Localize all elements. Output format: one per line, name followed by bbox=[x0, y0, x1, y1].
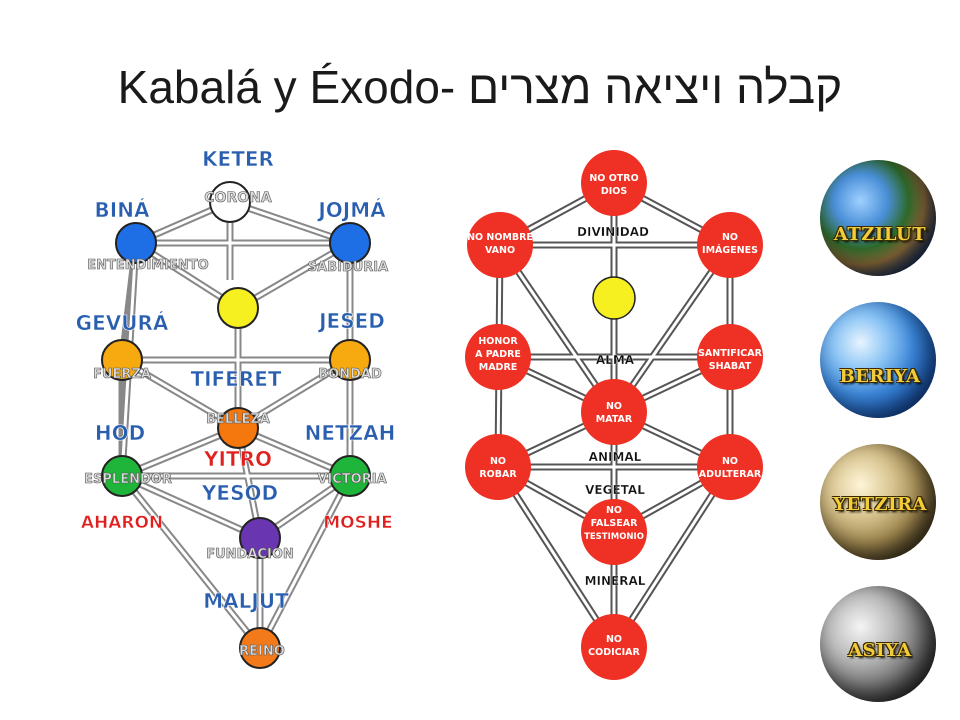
node-santificar-shabat bbox=[697, 324, 763, 390]
node-text: MATAR bbox=[596, 414, 633, 425]
label-reino: REINO bbox=[239, 644, 285, 659]
label-bondad: BONDAD bbox=[318, 367, 382, 382]
level-alma: ALMA bbox=[596, 353, 635, 367]
level-divinidad: DIVINIDAD bbox=[577, 225, 649, 239]
world-yetzira: YETZIRA bbox=[820, 444, 940, 564]
node-honor-padre-madre bbox=[465, 324, 531, 390]
node-text: NO bbox=[606, 505, 622, 516]
earth-globe-icon bbox=[820, 586, 936, 702]
node-no-otro-dios bbox=[581, 150, 647, 216]
level-animal: ANIMAL bbox=[589, 450, 642, 464]
sefira-maljut bbox=[239, 627, 281, 669]
node-text: NO bbox=[606, 401, 622, 412]
label-hod: HOD bbox=[95, 421, 145, 445]
sefira-keter bbox=[209, 181, 251, 223]
node-text: MADRE bbox=[479, 362, 518, 373]
sefira-daat bbox=[217, 287, 259, 329]
node-text: VANO bbox=[485, 245, 515, 256]
world-beriya: BERIYA bbox=[820, 302, 940, 422]
world-label: BERIYA bbox=[839, 366, 921, 387]
sefira-netzah bbox=[329, 455, 371, 497]
label-keter: KETER bbox=[202, 147, 274, 171]
label-victoria: VICTORIA bbox=[317, 472, 386, 487]
node-text: NO bbox=[490, 456, 506, 467]
world-label: YETZIRA bbox=[833, 494, 927, 515]
node-text: DIOS bbox=[601, 186, 627, 197]
node-text: FALSEAR bbox=[591, 518, 638, 529]
label-belleza: BELLEZA bbox=[206, 412, 270, 427]
label-jojma: JOJMÁ bbox=[316, 198, 386, 222]
node-text: A PADRE bbox=[475, 349, 521, 360]
soul-circle bbox=[592, 276, 636, 320]
world-label: ASIYA bbox=[848, 640, 912, 661]
label-moshe: MOSHE bbox=[323, 513, 392, 533]
node-text: ADULTERAR bbox=[699, 469, 762, 480]
node-text: HONOR bbox=[478, 336, 518, 347]
label-gevura: GEVURÁ bbox=[76, 311, 169, 335]
label-fuerza: FUERZA bbox=[93, 367, 151, 382]
earth-globe-icon bbox=[820, 302, 936, 418]
sefira-gevura bbox=[101, 339, 143, 381]
world-asiya: ASIYA bbox=[820, 586, 940, 706]
label-bina: BINÁ bbox=[95, 198, 150, 222]
label-tiferet: TIFERET bbox=[190, 367, 281, 391]
node-text: ROBAR bbox=[479, 469, 517, 480]
label-maljut: MALJUT bbox=[203, 589, 289, 613]
slide-title: Kabalá y Éxodo- קבלה ויציאה מצרים bbox=[117, 61, 843, 113]
earth-globe-icon bbox=[820, 444, 936, 560]
label-entendimiento: ENTENDIMIENTO bbox=[87, 258, 208, 273]
node-text: NO bbox=[722, 232, 738, 243]
node-text: SHABAT bbox=[709, 361, 752, 372]
label-yitro: YITRO bbox=[203, 447, 272, 471]
node-text: NO bbox=[606, 634, 622, 645]
earth-globe-icon bbox=[820, 160, 936, 276]
label-sabiduria: SABIDURIA bbox=[308, 260, 388, 275]
worlds-column: ATZILUT BERIYA YETZIRA ASIYA bbox=[810, 160, 950, 702]
node-text: NO bbox=[722, 456, 738, 467]
level-vegetal: VEGETAL bbox=[585, 483, 645, 497]
sefirot-tree: KETER CORONA BINÁ JOJMÁ ENTENDIMIENTO SA… bbox=[60, 140, 410, 680]
node-no-codiciar bbox=[581, 614, 647, 680]
node-text: NO NOMBRE bbox=[467, 232, 533, 243]
sefira-hod bbox=[101, 455, 143, 497]
sefira-jesed bbox=[329, 339, 371, 381]
world-label: ATZILUT bbox=[833, 224, 927, 245]
world-atzilut: ATZILUT bbox=[820, 160, 940, 280]
node-text: TESTIMONIO bbox=[584, 532, 644, 542]
node-no-imagenes bbox=[697, 212, 763, 278]
level-mineral: MINERAL bbox=[585, 574, 646, 588]
node-text: SANTIFICAR bbox=[698, 348, 763, 359]
sefira-bina bbox=[115, 222, 157, 264]
node-text: NO OTRO bbox=[589, 173, 638, 184]
label-corona: CORONA bbox=[204, 190, 272, 206]
node-no-nombre-vano bbox=[467, 212, 533, 278]
label-aharon: AHARON bbox=[81, 513, 163, 533]
commandments-tree: NO OTRO DIOS NO NOMBRE VANO NO IMÁGENES … bbox=[460, 150, 770, 680]
sefira-tiferet bbox=[217, 407, 259, 449]
node-text: IMÁGENES bbox=[702, 244, 758, 256]
node-no-robar bbox=[465, 434, 531, 500]
node-text: CODICIAR bbox=[588, 647, 640, 658]
node-no-falsear-testimonio bbox=[581, 499, 647, 565]
label-esplendor: ESPLENDOR bbox=[84, 472, 172, 487]
node-no-matar bbox=[581, 379, 647, 445]
node-no-adulterar bbox=[697, 434, 763, 500]
label-fundacion: FUNDACION bbox=[206, 547, 293, 562]
label-yesod: YESOD bbox=[201, 481, 278, 505]
sefira-yesod bbox=[239, 517, 281, 559]
label-jesed: JESED bbox=[317, 309, 385, 333]
label-netzah: NETZAH bbox=[305, 421, 396, 445]
sefira-jojma bbox=[329, 222, 371, 264]
